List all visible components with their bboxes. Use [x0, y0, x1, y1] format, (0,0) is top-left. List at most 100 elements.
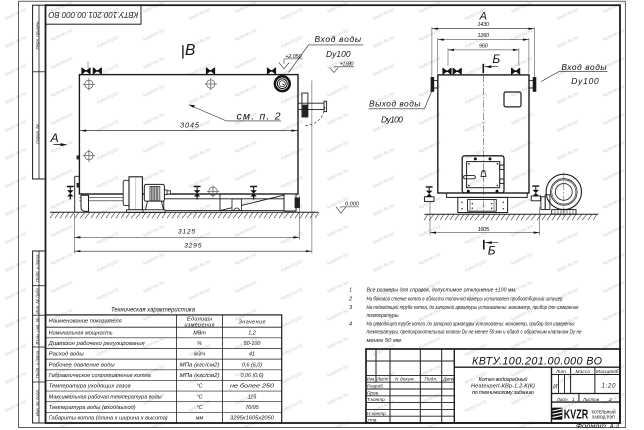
svg-text:На боковой стенке котла в обла: На боковой стенке котла в области топочн… — [367, 295, 563, 302]
svg-text:3125: 3125 — [178, 229, 195, 236]
svg-text:Формат: Формат — [576, 423, 607, 429]
svg-text:°С: °С — [196, 384, 202, 390]
svg-text:+2.050: +2.050 — [285, 54, 302, 60]
svg-text:Диапазон рабочего регулировани: Диапазон рабочего регулирования — [48, 341, 145, 347]
svg-text:Вход воды: Вход воды — [315, 34, 362, 44]
svg-text:41: 41 — [249, 352, 255, 358]
svg-text:КВТУ.100.201.00.000 ВО: КВТУ.100.201.00.000 ВО — [48, 10, 139, 19]
svg-text:Подп. и дата: Подп. и дата — [35, 254, 40, 282]
svg-text:менее 50 мм.: менее 50 мм. — [367, 338, 403, 344]
svg-text:Б: Б — [492, 52, 500, 66]
svg-text:115: 115 — [248, 394, 258, 400]
svg-text:°С: °С — [196, 394, 202, 400]
svg-text:Лист: Лист — [376, 377, 389, 382]
svg-text:по техническому заданию: по техническому заданию — [472, 390, 535, 396]
svg-text:Единицы: Единицы — [187, 317, 212, 323]
svg-text:50-100: 50-100 — [244, 341, 261, 347]
svg-text:МВт: МВт — [193, 330, 206, 336]
svg-text:На подводящей трубе котла, д: На подводящей трубе котла, до запорной а… — [367, 304, 579, 311]
svg-text:Габариты котла (длина х ширина: Габариты котла (длина х ширина х высота) — [49, 416, 168, 422]
svg-text:А: А — [479, 11, 487, 23]
svg-text:температуры, предохранительный: температуры, предохранительный клапан Dу… — [367, 329, 582, 336]
svg-text:измерения: измерения — [185, 322, 215, 328]
svg-text:Вход воды: Вход воды — [561, 62, 606, 72]
svg-text:Дата: Дата — [442, 377, 454, 382]
svg-text:ЗАВОД РЭП: ЗАВОД РЭП — [592, 415, 615, 420]
svg-text:3295: 3295 — [184, 243, 202, 250]
svg-text:Наименование показателя: Наименование показателя — [49, 319, 122, 325]
svg-text:Dy100: Dy100 — [326, 49, 351, 59]
svg-text:Техническая характеристика: Техническая характеристика — [111, 307, 196, 314]
svg-text:Температура воды (вход/выход): Температура воды (вход/выход) — [49, 405, 136, 411]
svg-text:70/95: 70/95 — [245, 405, 259, 411]
svg-text:1430: 1430 — [477, 22, 489, 28]
svg-text:Взам. инв. №: Взам. инв. № — [35, 317, 40, 344]
svg-text:0.000: 0.000 — [345, 202, 360, 208]
svg-text:3295х1605х2050: 3295х1605х2050 — [230, 416, 274, 422]
svg-text:1,2: 1,2 — [248, 330, 256, 336]
svg-text:Гидравлическое сопротивление к: Гидравлическое сопротивление котла — [49, 373, 151, 379]
svg-text:1: 1 — [572, 397, 575, 402]
svg-text:Значение: Значение — [239, 319, 266, 325]
svg-text:Подп. и дата: Подп. и дата — [35, 350, 40, 378]
svg-text:На отводящей трубе котла ,до з: На отводящей трубе котла ,до запорной ар… — [367, 321, 575, 328]
svg-text:И: И — [553, 384, 558, 390]
svg-text:Максимальная рабочая температу: Максимальная рабочая температура воды — [49, 394, 162, 400]
svg-text:Справ. №: Справ. № — [35, 124, 40, 144]
svg-text:температуры.: температуры. — [367, 313, 400, 319]
svg-text:960: 960 — [479, 43, 489, 49]
svg-text:2: 2 — [348, 296, 352, 302]
svg-text:не более 250: не более 250 — [230, 384, 274, 390]
svg-text:МПа (кгс/см2): МПа (кгс/см2) — [180, 373, 220, 379]
svg-text:+1.930: +1.930 — [340, 61, 355, 67]
svg-text:4: 4 — [349, 322, 352, 328]
svg-text:Перв. примен.: Перв. примен. — [35, 20, 40, 49]
svg-text:Dy100: Dy100 — [381, 115, 403, 125]
svg-text:Dy100: Dy100 — [571, 76, 599, 86]
svg-text:Б: Б — [488, 244, 496, 258]
svg-text:1:20: 1:20 — [602, 384, 617, 390]
svg-text:Инв. № дубл.: Инв. № дубл. — [35, 287, 40, 314]
svg-text:1: 1 — [349, 288, 352, 294]
svg-text:Номинальная мощность: Номинальная мощность — [49, 330, 113, 336]
svg-text:3: 3 — [349, 305, 353, 311]
svg-text:КОТЕЛЬНЫЙ: КОТЕЛЬНЫЙ — [592, 410, 616, 415]
svg-text:KVZR: KVZR — [564, 408, 588, 422]
svg-text:В: В — [185, 42, 195, 59]
svg-text:м3/ч: м3/ч — [194, 352, 205, 358]
svg-text:Масштаб: Масштаб — [596, 369, 619, 374]
svg-text:Heatexpert-КВр-1,2-К(К): Heatexpert-КВр-1,2-К(К) — [471, 384, 535, 390]
svg-text:0,6 (6,0): 0,6 (6,0) — [242, 362, 262, 368]
svg-text:Масса: Масса — [575, 369, 590, 374]
svg-text:2: 2 — [608, 397, 612, 402]
svg-text:А: А — [50, 131, 59, 145]
svg-text:3045: 3045 — [180, 120, 200, 129]
svg-text:мм: мм — [196, 416, 204, 422]
svg-text:Котел водогрейный: Котел водогрейный — [479, 376, 528, 383]
svg-text:МПа (кгс/см2): МПа (кгс/см2) — [180, 362, 220, 368]
svg-text:Расход воды: Расход воды — [49, 352, 84, 358]
svg-text:Утв.: Утв. — [367, 418, 378, 423]
svg-text:Рабочее давление воды: Рабочее давление воды — [49, 362, 115, 368]
svg-text:Подп.: Подп. — [425, 377, 438, 382]
svg-text:Листов: Листов — [582, 397, 599, 402]
svg-text:1260: 1260 — [478, 33, 490, 39]
svg-text:°С: °С — [196, 405, 202, 411]
svg-text:КВТУ.100.201.00.000 ВО: КВТУ.100.201.00.000 ВО — [472, 355, 603, 367]
svg-text:Лит.: Лит. — [555, 369, 567, 374]
svg-text:Температура уходящих газов: Температура уходящих газов — [49, 384, 131, 390]
svg-text:N докум.: N докум. — [395, 377, 415, 382]
svg-text:Разраб.: Разраб. — [367, 384, 384, 389]
svg-text:Выход воды: Выход воды — [369, 99, 421, 109]
svg-text:см. п. 2: см. п. 2 — [237, 112, 281, 123]
svg-text:Лист: Лист — [556, 397, 567, 402]
svg-text:1605: 1605 — [478, 227, 490, 233]
svg-text:Н.контр.: Н.контр. — [367, 411, 387, 416]
svg-text:Изм.: Изм. — [367, 377, 375, 382]
svg-text:0,06 (0,6): 0,06 (0,6) — [240, 373, 263, 379]
svg-text:Т.контр.: Т.контр. — [367, 397, 386, 402]
svg-text:Все размеры для справок, допус: Все размеры для справок, допустимое откл… — [367, 288, 517, 294]
svg-text:%: % — [197, 341, 202, 347]
svg-text:Инв. № подл.: Инв. № подл. — [35, 389, 40, 416]
svg-text:Пров.: Пров. — [367, 390, 379, 395]
